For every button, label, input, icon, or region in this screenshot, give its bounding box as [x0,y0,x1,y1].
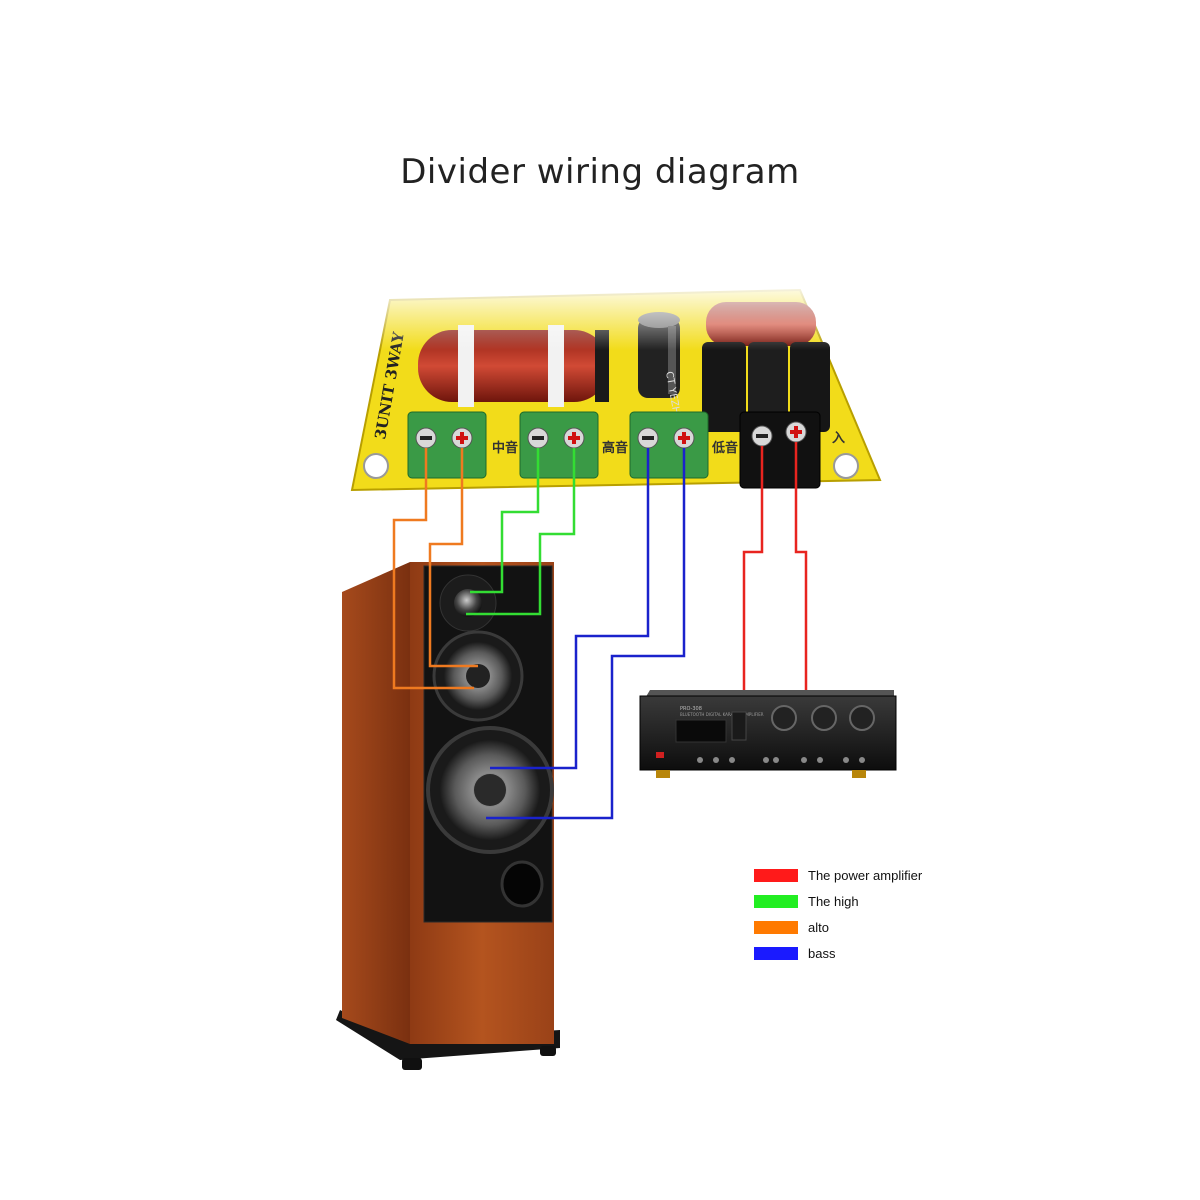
legend-label: alto [808,919,829,935]
label-input: 入 [832,431,845,446]
legend-item-alto: alto [754,914,994,940]
wires [392,442,808,820]
wire-power-negative [742,446,764,690]
amp-subtitle: BLUETOOTH DIGITAL KARAOKE AMPLIFIER [680,712,764,717]
ferrite-cores [702,342,830,432]
mount-hole-right [833,453,859,479]
bass-port [500,860,544,908]
wire-high-positive [466,448,576,616]
terminal-input[interactable] [739,411,821,489]
mount-hole-left [363,453,389,479]
terminal-bass[interactable] [629,411,709,479]
amp-knob-1[interactable] [771,705,797,731]
wire-high-negative [470,448,540,594]
wire-alto-negative [392,448,474,690]
amp-model: PRO-308 [680,706,702,712]
legend-label: The high [808,893,859,909]
wire-bass-positive [486,448,686,820]
legend-item-high: The high [754,888,994,914]
terminal-high[interactable] [519,411,599,479]
legend-swatch [754,894,798,908]
midrange-driver [432,630,524,722]
amp-knob-2[interactable] [811,705,837,731]
terminal-mid[interactable] [407,411,487,479]
legend-swatch [754,920,798,934]
legend-item-bass: bass [754,940,994,966]
wire-power-positive [794,442,808,690]
legend-swatch [754,868,798,882]
legend: The power amplifier The high alto bass [754,862,994,966]
legend-label: The power amplifier [808,867,923,883]
tower-speaker [336,562,560,1070]
woofer-driver [426,726,554,854]
legend-label: bass [808,945,836,961]
amp-display [675,719,727,743]
wire-bass-negative [490,448,650,770]
amp-knob-3[interactable] [849,705,875,731]
wire-alto-positive [428,448,478,668]
label-bass: 低音 [711,440,738,456]
legend-swatch [754,946,798,960]
label-mid: 中音 [492,440,518,456]
label-high: 高音 [602,440,628,456]
diagram-title: Divider wiring diagram [400,152,800,192]
crossover-board: 3UNIT 3WAY CT YEZH [340,280,900,492]
tweeter [439,574,497,632]
legend-item-power: The power amplifier [754,862,994,888]
power-amplifier: PRO-308 BLUETOOTH DIGITAL KARAOKE AMPLIF… [639,690,897,778]
